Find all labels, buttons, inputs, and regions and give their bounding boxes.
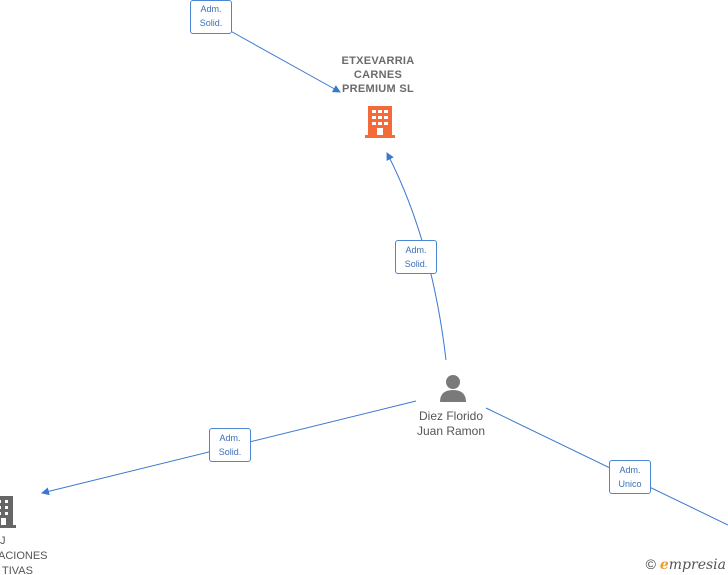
edge-label-line: Adm.: [619, 465, 641, 475]
edge-top-line: [224, 27, 341, 93]
edge-label-line: Unico: [618, 479, 642, 489]
edge-label-line: Solid.: [199, 18, 223, 28]
company-left-line: J: [0, 535, 6, 547]
edge-label-mid[interactable]: Adm. Solid.: [395, 240, 437, 274]
empresia-logo: © empresia: [646, 556, 726, 573]
logo-e: e: [659, 557, 669, 573]
edge-label-line: Solid.: [218, 447, 242, 457]
edge-label-top[interactable]: Adm. Solid.: [190, 0, 232, 34]
company-name-line: ETXEVARRIA: [341, 55, 415, 67]
logo-text: mpresia: [668, 557, 726, 573]
person-name-line: Juan Ramon: [416, 424, 486, 438]
company-name-line: CARNES: [353, 69, 403, 81]
company-name[interactable]: ETXEVARRIA CARNES PREMIUM SL: [318, 54, 438, 96]
company-left-name[interactable]: J ACIONES TIVAS: [0, 534, 48, 575]
edge-label-line: Solid.: [404, 259, 428, 269]
edge-label-line: Adm.: [200, 4, 222, 14]
building-icon: [365, 106, 395, 138]
company-left-line: TIVAS: [2, 565, 33, 575]
edge-label-left[interactable]: Adm. Solid.: [209, 428, 251, 462]
copyright-symbol: ©: [645, 556, 656, 572]
person-name-line: Diez Florido: [418, 409, 484, 423]
person-name[interactable]: Diez Florido Juan Ramon: [396, 409, 506, 439]
edge-label-right[interactable]: Adm. Unico: [609, 460, 651, 494]
person-icon: [440, 375, 466, 402]
edge-label-line: Adm.: [219, 433, 241, 443]
edge-label-line: Adm.: [405, 245, 427, 255]
building-icon-left: [0, 496, 16, 528]
company-name-line: PREMIUM SL: [341, 83, 415, 95]
edge-right-line: [485, 407, 728, 526]
company-left-line: ACIONES: [0, 550, 48, 562]
